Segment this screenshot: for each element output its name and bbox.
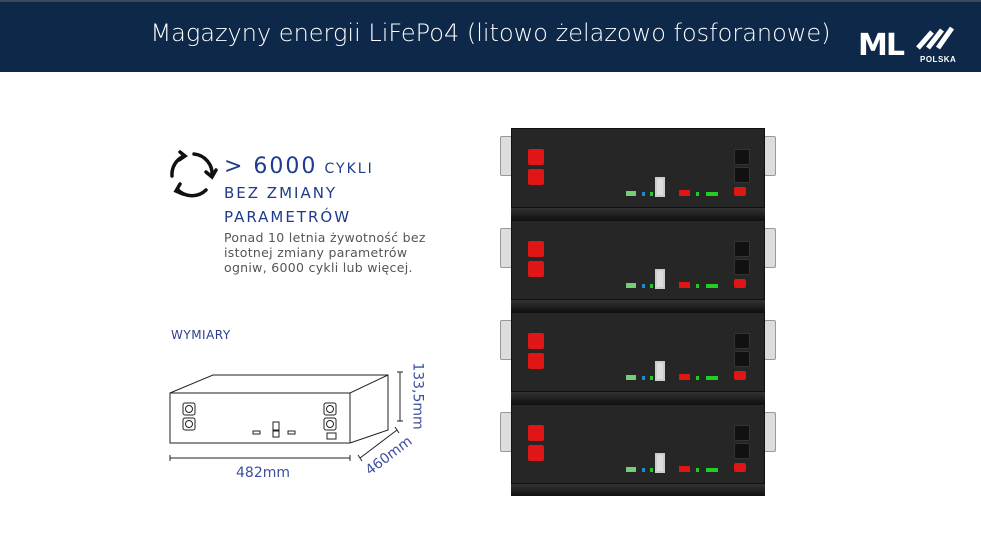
logo-subtext: POLSKA [920, 55, 957, 64]
dip-switch [679, 374, 690, 380]
battery-module [511, 404, 765, 484]
status-led [696, 376, 699, 380]
positive-terminal [528, 445, 544, 461]
positive-terminal [528, 425, 544, 441]
cycle-icon [170, 150, 218, 198]
battery-module [511, 220, 765, 300]
logo-text: ML [858, 28, 905, 63]
positive-terminal [528, 353, 544, 369]
mounting-ear [764, 320, 776, 360]
heading-line-2: Bez zmiany [224, 184, 338, 202]
dip-switch [679, 190, 690, 196]
negative-terminal [734, 333, 750, 349]
status-led [650, 376, 653, 380]
soc-leds [706, 468, 718, 472]
status-led [650, 192, 653, 196]
negative-terminal [734, 241, 750, 257]
negative-terminal [734, 259, 750, 275]
heading-line-3: parametrów [224, 208, 352, 226]
page-title: Magazyny energii LiFePo4 (litowo żelazow… [150, 19, 831, 47]
status-led [696, 192, 699, 196]
soc-leds [706, 192, 718, 196]
mounting-rail [511, 300, 765, 312]
battery-module [511, 128, 765, 208]
negative-terminal [734, 443, 750, 459]
power-switch [734, 279, 746, 288]
status-led [642, 376, 645, 380]
rj45-ports [655, 177, 665, 197]
mounting-rail [511, 208, 765, 220]
height-dimension: 133,5mm [409, 362, 426, 430]
negative-terminal [734, 351, 750, 367]
status-led [642, 468, 645, 472]
positive-terminal [528, 241, 544, 257]
rj45-ports [655, 453, 665, 473]
battery-stack-image [500, 126, 780, 498]
width-dimension: 482mm [236, 465, 290, 481]
cycles-count: > 6000 [224, 154, 318, 179]
dip-switch [679, 466, 690, 472]
mounting-rail [511, 392, 765, 404]
power-switch [734, 187, 746, 196]
feature-heading: > 6000 cykli Bez zmiany parametrów [224, 155, 374, 229]
battery-dimension-diagram [169, 371, 403, 462]
battery-module [511, 312, 765, 392]
mounting-ear [764, 228, 776, 268]
positive-terminal [528, 149, 544, 165]
rj45-ports [655, 269, 665, 289]
status-led [650, 284, 653, 288]
mounting-ear [764, 136, 776, 176]
dimensions-label: WYMIARY [171, 328, 231, 342]
soc-leds [706, 376, 718, 380]
status-led [696, 284, 699, 288]
logo-stripes-icon [916, 26, 954, 50]
positive-terminal [528, 169, 544, 185]
connector [626, 467, 636, 472]
status-led [642, 284, 645, 288]
power-switch [734, 463, 746, 472]
status-led [696, 468, 699, 472]
negative-terminal [734, 425, 750, 441]
ml-polska-logo: ML POLSKA [858, 26, 956, 64]
mounting-rail [511, 484, 765, 496]
mounting-ear [764, 412, 776, 452]
positive-terminal [528, 333, 544, 349]
power-switch [734, 371, 746, 380]
soc-leds [706, 284, 718, 288]
feature-description: Ponad 10 letnia żywotność bez istotnej z… [224, 230, 426, 275]
status-led [642, 192, 645, 196]
cycles-label: cykli [324, 161, 374, 177]
connector [626, 191, 636, 196]
connector [626, 375, 636, 380]
header-bar: Magazyny energii LiFePo4 (litowo żelazow… [0, 0, 981, 72]
rj45-ports [655, 361, 665, 381]
positive-terminal [528, 261, 544, 277]
dip-switch [679, 282, 690, 288]
status-led [650, 468, 653, 472]
connector [626, 283, 636, 288]
negative-terminal [734, 149, 750, 165]
negative-terminal [734, 167, 750, 183]
